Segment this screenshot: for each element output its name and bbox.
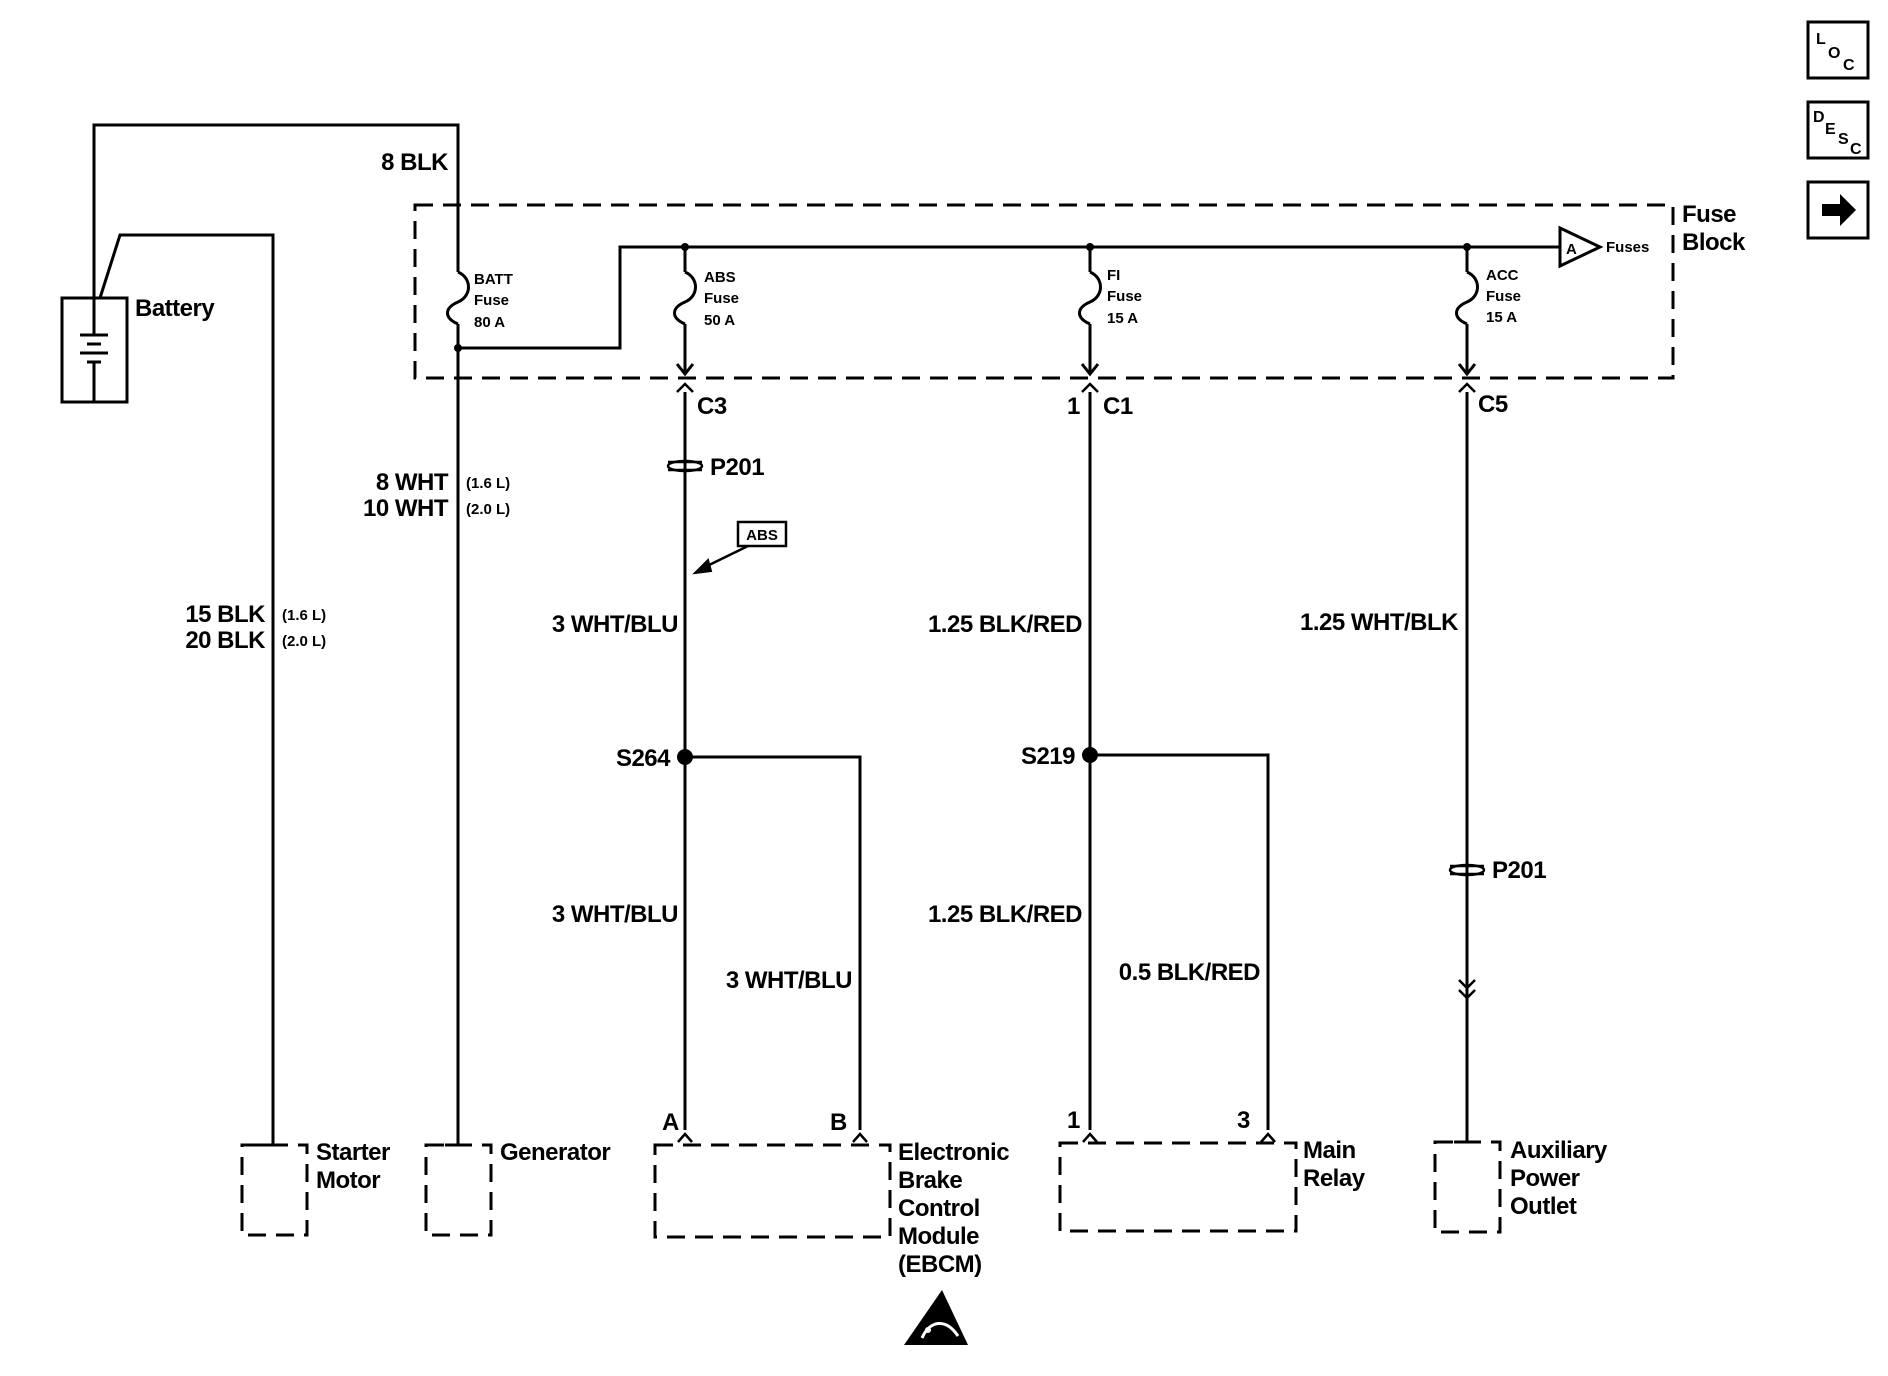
abs-tag (736, 520, 788, 548)
svg-text:(1.6 L): (1.6 L) (282, 607, 326, 624)
svg-text:(2.0 L): (2.0 L) (282, 633, 326, 650)
svg-text:Relay: Relay (1303, 1165, 1366, 1192)
connector-c3: C3 (697, 393, 727, 420)
svg-text:15 A: 15 A (1107, 310, 1138, 327)
wire-abs-branch (685, 755, 862, 1130)
aux-outlet-box (1433, 1140, 1502, 1234)
svg-text:ABS: ABS (746, 527, 778, 544)
battery-icon (80, 298, 108, 402)
svg-text:Starter: Starter (316, 1139, 390, 1166)
svg-text:1: 1 (1067, 393, 1080, 420)
svg-text:0.5 BLK/RED: 0.5 BLK/RED (1119, 959, 1260, 986)
fuse-block-label-1: Fuse (1682, 201, 1736, 228)
p201-connector-icon (1448, 863, 1486, 877)
svg-text:Auxiliary: Auxiliary (1510, 1137, 1608, 1164)
svg-text:Generator: Generator (500, 1139, 610, 1166)
svg-text:(1.6 L): (1.6 L) (466, 475, 510, 492)
loc-button[interactable]: L O C (1806, 20, 1870, 80)
svg-text:1.25 WHT/BLK: 1.25 WHT/BLK (1300, 609, 1459, 636)
svg-text:Fuse: Fuse (704, 290, 739, 307)
svg-text:10 WHT: 10 WHT (363, 495, 449, 522)
svg-text:O: O (1828, 45, 1840, 62)
svg-text:1.25 BLK/RED: 1.25 BLK/RED (928, 901, 1082, 928)
svg-text:(2.0 L): (2.0 L) (466, 501, 510, 518)
svg-text:Fuse: Fuse (474, 292, 509, 309)
batt-fuse-symbol (446, 270, 470, 326)
svg-text:ACC: ACC (1486, 267, 1519, 284)
fi-fuse-symbol (1078, 270, 1102, 326)
svg-text:S264: S264 (616, 745, 671, 772)
svg-text:FI: FI (1107, 267, 1120, 284)
main-relay-box (1058, 1141, 1298, 1233)
svg-text:15 BLK: 15 BLK (185, 601, 266, 628)
svg-text:Control: Control (898, 1195, 980, 1222)
wire-batt-to-starter (98, 233, 275, 1145)
ebcm-box (653, 1143, 892, 1239)
svg-text:(EBCM): (EBCM) (898, 1251, 982, 1278)
svg-text:L: L (1816, 31, 1826, 48)
svg-text:3 WHT/BLU: 3 WHT/BLU (552, 611, 678, 638)
p201-connector-icon (666, 459, 704, 473)
svg-text:Module: Module (898, 1223, 979, 1250)
svg-text:Motor: Motor (316, 1167, 380, 1194)
acc-fuse-symbol (1455, 270, 1479, 326)
svg-text:S219: S219 (1021, 743, 1075, 770)
fuse-block-outline (413, 203, 1675, 380)
wire-batt-to-fuse (92, 123, 460, 298)
svg-text:50 A: 50 A (704, 312, 735, 329)
svg-text:Main: Main (1303, 1137, 1356, 1164)
desc-button[interactable]: D E S C (1806, 100, 1870, 160)
generator-box (424, 1143, 493, 1237)
wire-batt-to-bus (458, 245, 1560, 350)
svg-text:8 WHT: 8 WHT (376, 469, 449, 496)
svg-text:Fuses: Fuses (1606, 239, 1649, 256)
connector-c1: C1 (1103, 393, 1133, 420)
esd-warning-icon (904, 1290, 968, 1345)
svg-text:Fuse: Fuse (1486, 288, 1521, 305)
svg-text:1: 1 (1067, 1107, 1080, 1134)
svg-text:3 WHT/BLU: 3 WHT/BLU (726, 967, 852, 994)
svg-text:80 A: 80 A (474, 314, 505, 331)
svg-text:BATT: BATT (474, 271, 513, 288)
svg-text:3 WHT/BLU: 3 WHT/BLU (552, 901, 678, 928)
svg-text:ABS: ABS (704, 269, 736, 286)
svg-text:Power: Power (1510, 1165, 1580, 1192)
svg-text:Fuse: Fuse (1107, 288, 1142, 305)
svg-text:D: D (1813, 109, 1825, 126)
abs-fuse-symbol (673, 270, 697, 326)
starter-motor-box (240, 1143, 309, 1237)
svg-text:E: E (1825, 121, 1836, 138)
svg-text:15 A: 15 A (1486, 309, 1517, 326)
svg-text:C: C (1843, 57, 1855, 74)
svg-text:Electronic: Electronic (898, 1139, 1009, 1166)
battery-label: Battery (135, 295, 215, 322)
svg-text:A: A (662, 1109, 679, 1136)
svg-text:Brake: Brake (898, 1167, 962, 1194)
connector-c5: C5 (1478, 391, 1508, 418)
arrow-right-icon (1822, 194, 1856, 226)
connector-p201-acc: P201 (1492, 857, 1546, 884)
svg-text:S: S (1838, 131, 1849, 148)
svg-text:B: B (830, 1109, 847, 1136)
svg-text:3: 3 (1237, 1107, 1250, 1134)
fuse-block-label-2: Block (1682, 229, 1746, 256)
next-page-button[interactable] (1806, 180, 1870, 240)
connector-p201-abs: P201 (710, 454, 764, 481)
fuses-ref-triangle (1558, 225, 1604, 269)
svg-text:1.25 BLK/RED: 1.25 BLK/RED (928, 611, 1082, 638)
svg-text:Outlet: Outlet (1510, 1193, 1577, 1220)
wire-label-8blk: 8 BLK (381, 149, 449, 176)
svg-text:20 BLK: 20 BLK (185, 627, 266, 654)
wire-fi-branch (1090, 753, 1270, 1130)
svg-text:C: C (1850, 141, 1862, 158)
svg-text:A: A (1566, 241, 1577, 258)
